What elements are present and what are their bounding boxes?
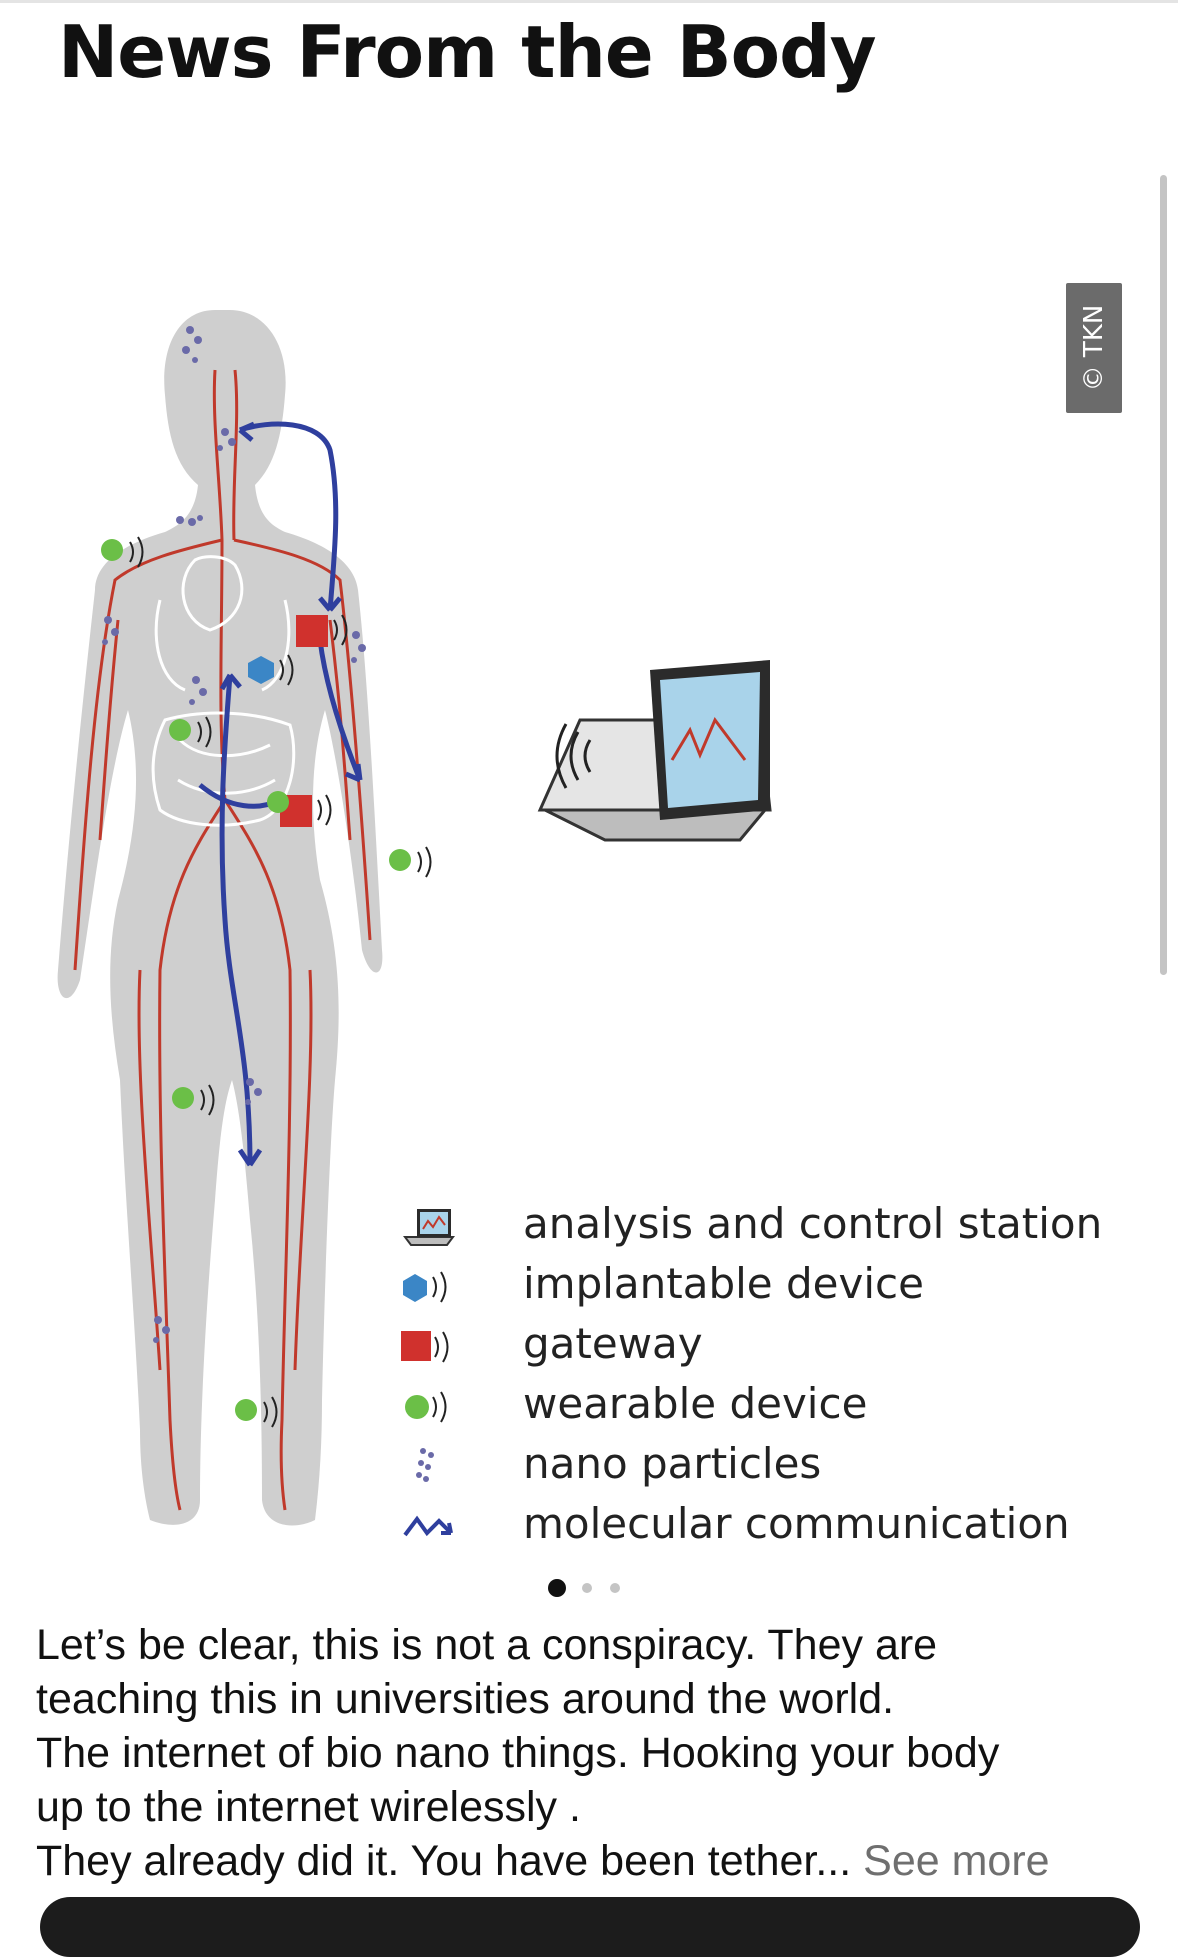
legend-item: molecular communication — [395, 1495, 1155, 1555]
legend-item: analysis and control station — [395, 1195, 1155, 1255]
watermark: © TKN — [1066, 283, 1122, 413]
caption-last-line: They already did it. You have been tethe… — [36, 1834, 1146, 1888]
carousel-dot[interactable] — [582, 1583, 592, 1593]
carousel-dots[interactable] — [548, 1575, 638, 1599]
legend-label: gateway — [523, 1319, 703, 1368]
caption-line: Let’s be clear, this is not a conspiracy… — [36, 1621, 938, 1669]
body-network-illustration — [57, 310, 772, 1526]
post-image[interactable]: © TKN analysis and control station impla… — [0, 120, 1178, 1560]
legend-item: wearable device — [395, 1375, 1155, 1435]
top-divider — [0, 0, 1178, 3]
laptop-icon — [403, 1209, 455, 1246]
carousel-dot[interactable] — [610, 1583, 620, 1593]
watermark-text: © TKN — [1079, 304, 1109, 392]
legend-label: nano particles — [523, 1439, 822, 1488]
nano-particle-clusters — [102, 326, 366, 1343]
legend-item: nano particles — [395, 1435, 1155, 1495]
caption-line: The internet of bio nano things. Hooking… — [36, 1729, 1000, 1777]
laptop-illustration — [537, 660, 772, 842]
legend-label: implantable device — [523, 1259, 924, 1308]
legend-label: analysis and control station — [523, 1199, 1103, 1248]
wearable-device-icon — [405, 1391, 447, 1423]
gateway-markers — [280, 614, 348, 827]
legend-item: implantable device — [395, 1255, 1155, 1315]
molecular-communication-icon — [403, 1515, 453, 1537]
see-more-link[interactable]: See more — [863, 1837, 1050, 1885]
legend-item: gateway — [395, 1315, 1155, 1375]
implantable-device-marker — [248, 654, 294, 686]
wearable-device-markers — [101, 539, 411, 1421]
caption-line: up to the internet wirelessly . — [36, 1783, 581, 1831]
post-title: News From the Body — [58, 10, 877, 94]
wireless-signal-marks — [129, 536, 432, 1428]
bottom-action-bar[interactable] — [40, 1897, 1140, 1957]
caption-line: teaching this in universities around the… — [36, 1675, 895, 1723]
gateway-icon — [401, 1331, 449, 1363]
caption-line: They already did it. You have been tethe… — [36, 1837, 852, 1885]
image-scrollbar[interactable] — [1160, 175, 1167, 975]
carousel-dot-active[interactable] — [548, 1579, 566, 1597]
organs — [151, 555, 296, 827]
nano-particles-icon — [416, 1448, 434, 1482]
post-caption: Let’s be clear, this is not a conspiracy… — [36, 1618, 1146, 1888]
legend-label: molecular communication — [523, 1499, 1070, 1548]
implantable-device-icon — [403, 1271, 447, 1303]
legend-label: wearable device — [523, 1379, 868, 1428]
